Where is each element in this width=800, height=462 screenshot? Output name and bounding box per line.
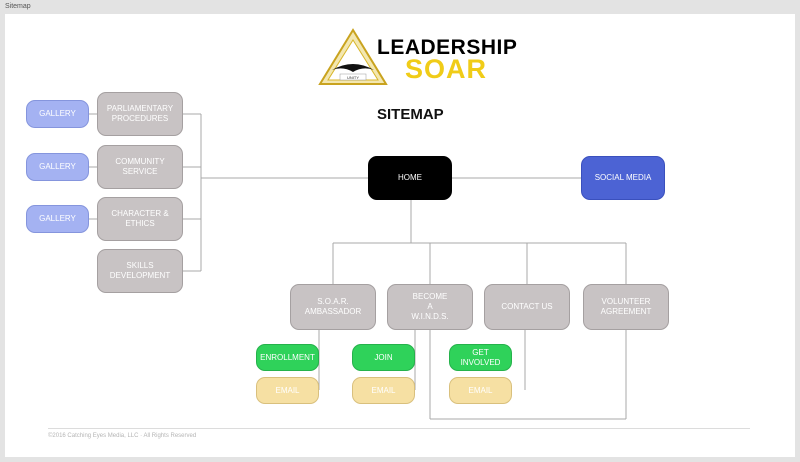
node-contact-us[interactable]: CONTACT US bbox=[484, 284, 570, 330]
logo-line2: SOAR bbox=[405, 54, 488, 84]
footer-divider bbox=[48, 428, 750, 429]
node-skills-development[interactable]: SKILLS DEVELOPMENT bbox=[97, 249, 183, 293]
logo-line1: LEADERSHIP bbox=[377, 36, 518, 59]
window-title: Sitemap bbox=[5, 3, 31, 10]
node-join[interactable]: JOIN bbox=[352, 344, 415, 371]
node-become-winds[interactable]: BECOME A W.I.N.D.S. bbox=[387, 284, 473, 330]
node-gallery-2[interactable]: GALLERY bbox=[26, 153, 89, 181]
logo-emblem: UNITY bbox=[318, 28, 388, 85]
node-email-1[interactable]: EMAIL bbox=[256, 377, 319, 404]
node-gallery-1[interactable]: GALLERY bbox=[26, 100, 89, 128]
node-volunteer-agreement[interactable]: VOLUNTEER AGREEMENT bbox=[583, 284, 669, 330]
node-community-service[interactable]: COMMUNITY SERVICE bbox=[97, 145, 183, 189]
page-title: SITEMAP bbox=[377, 106, 444, 123]
node-email-2[interactable]: EMAIL bbox=[352, 377, 415, 404]
node-email-3[interactable]: EMAIL bbox=[449, 377, 512, 404]
logo-emblem-text: UNITY bbox=[347, 75, 359, 80]
node-gallery-3[interactable]: GALLERY bbox=[26, 205, 89, 233]
node-parliamentary-procedures[interactable]: PARLIAMENTARY PROCEDURES bbox=[97, 92, 183, 136]
node-character-ethics[interactable]: CHARACTER & ETHICS bbox=[97, 197, 183, 241]
node-soar-ambassador[interactable]: S.O.A.R. AMBASSADOR bbox=[290, 284, 376, 330]
node-get-involved[interactable]: GET INVOLVED bbox=[449, 344, 512, 371]
node-home[interactable]: HOME bbox=[368, 156, 452, 200]
connector-lines bbox=[89, 113, 627, 420]
node-social-media[interactable]: SOCIAL MEDIA bbox=[581, 156, 665, 200]
sitemap-page: UNITY LEADERSHIP SOAR SITEMAP PARLIAMENT… bbox=[5, 14, 795, 457]
footer-copyright: ©2016 Catching Eyes Media, LLC · All Rig… bbox=[48, 433, 197, 439]
node-enrollment[interactable]: ENROLLMENT bbox=[256, 344, 319, 371]
